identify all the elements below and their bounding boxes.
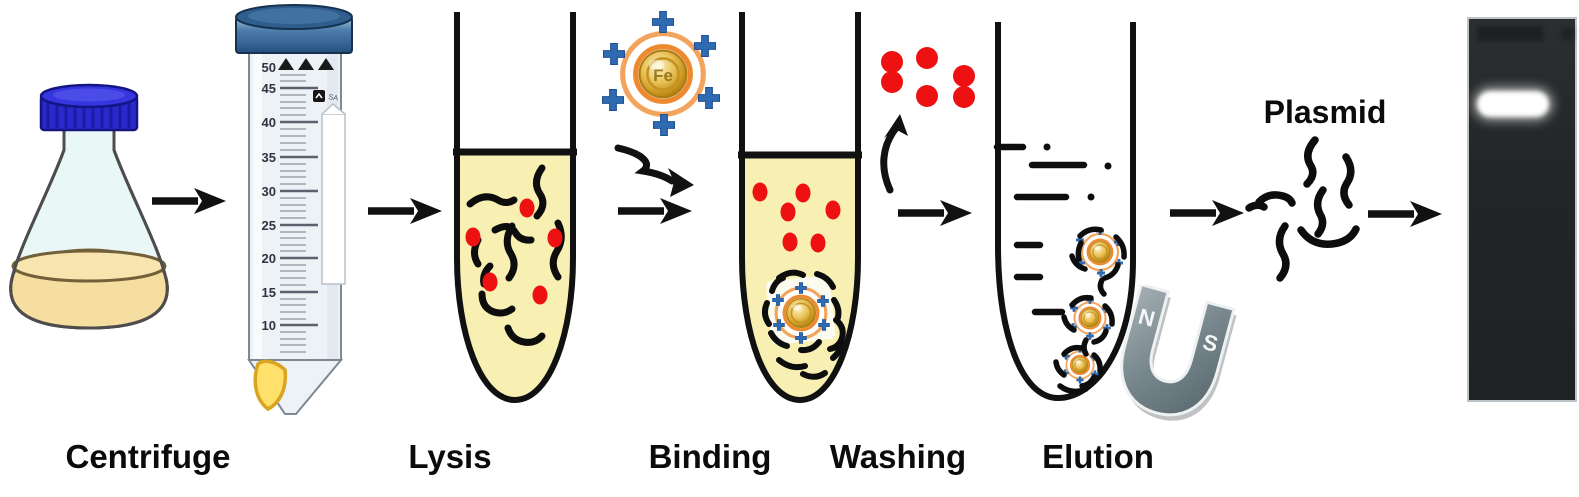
brand-logo-icon: SA [313, 90, 339, 103]
graduation-ticks-major [280, 86, 318, 327]
bead-addition-arrow-icon [614, 144, 694, 197]
step-label-binding: Binding [648, 438, 772, 475]
dna-squiggles [761, 269, 846, 380]
plasmid-label: Plasmid [1263, 94, 1387, 130]
graduation-label: 30 [262, 184, 276, 199]
gel-plasmid-band [1477, 91, 1549, 117]
step-label-washing: Washing [829, 438, 967, 475]
arrow-icon [150, 186, 230, 216]
culture-flask-icon [9, 83, 169, 330]
plasmid-dna-squiggles [1245, 136, 1360, 282]
arrow-icon [366, 196, 446, 226]
lysis-tube-icon [453, 12, 577, 404]
graduation-label: 40 [262, 115, 276, 130]
gel-lane-image [1467, 17, 1577, 402]
bead-dna-complex [1069, 226, 1127, 281]
removed-impurities-icon [881, 47, 975, 108]
gel-well [1561, 28, 1574, 40]
brand-text: SA [328, 92, 339, 103]
bead-dna-complex [1061, 294, 1115, 345]
graduation-label: 45 [262, 81, 276, 96]
tube-max-mark: 50 [262, 60, 276, 75]
centrifuge-tube-icon: 50 45 40 35 30 25 20 15 10 SA [235, 4, 353, 415]
cell-pellet [253, 359, 288, 412]
graduation-label: 20 [262, 251, 276, 266]
washing-tube-icon [993, 22, 1136, 402]
fe-core-label: Fe [653, 66, 673, 85]
graduation-ticks-minor [280, 74, 306, 353]
arrow-icon [896, 198, 976, 228]
step-label-centrifuge: Centrifuge [65, 438, 231, 475]
graduation-labels: 45 40 35 30 25 20 15 10 [262, 81, 276, 333]
arrow-icon [1366, 199, 1446, 229]
debris-dots [1043, 143, 1112, 201]
binding-tube-icon [738, 12, 862, 404]
dna-squiggles [466, 164, 565, 346]
step-label-lysis: Lysis [408, 438, 492, 475]
step-label-elution: Elution [1042, 438, 1154, 475]
graduation-label: 10 [262, 318, 276, 333]
graduation-label: 15 [262, 285, 276, 300]
magnet-icon: N S [1120, 285, 1237, 421]
wash-removal-arrow-icon [880, 114, 908, 194]
flask-liquid-surface [11, 249, 167, 283]
gel-well [1477, 26, 1543, 41]
impurity-dots [752, 182, 841, 253]
graduation-label: 25 [262, 218, 276, 233]
impurity-dots [465, 198, 563, 305]
magnet-north-label: N [1136, 304, 1158, 332]
tube-cap [235, 4, 353, 54]
tube-sticker-label [321, 103, 346, 285]
graduation-label: 35 [262, 150, 276, 165]
arrow-icon [616, 196, 696, 226]
magnet-south-label: S [1200, 329, 1221, 357]
magnetic-bead-icon: Fe [601, 10, 721, 137]
bead-dna-complex [1053, 277, 1107, 395]
debris-dashes [993, 143, 1088, 316]
bead-dna-complex [761, 269, 846, 380]
tube-walls [739, 12, 861, 404]
arrow-icon [1168, 198, 1248, 228]
fill-triangles-icon [278, 58, 334, 70]
flask-cap [39, 83, 139, 132]
tube-walls [454, 12, 576, 404]
